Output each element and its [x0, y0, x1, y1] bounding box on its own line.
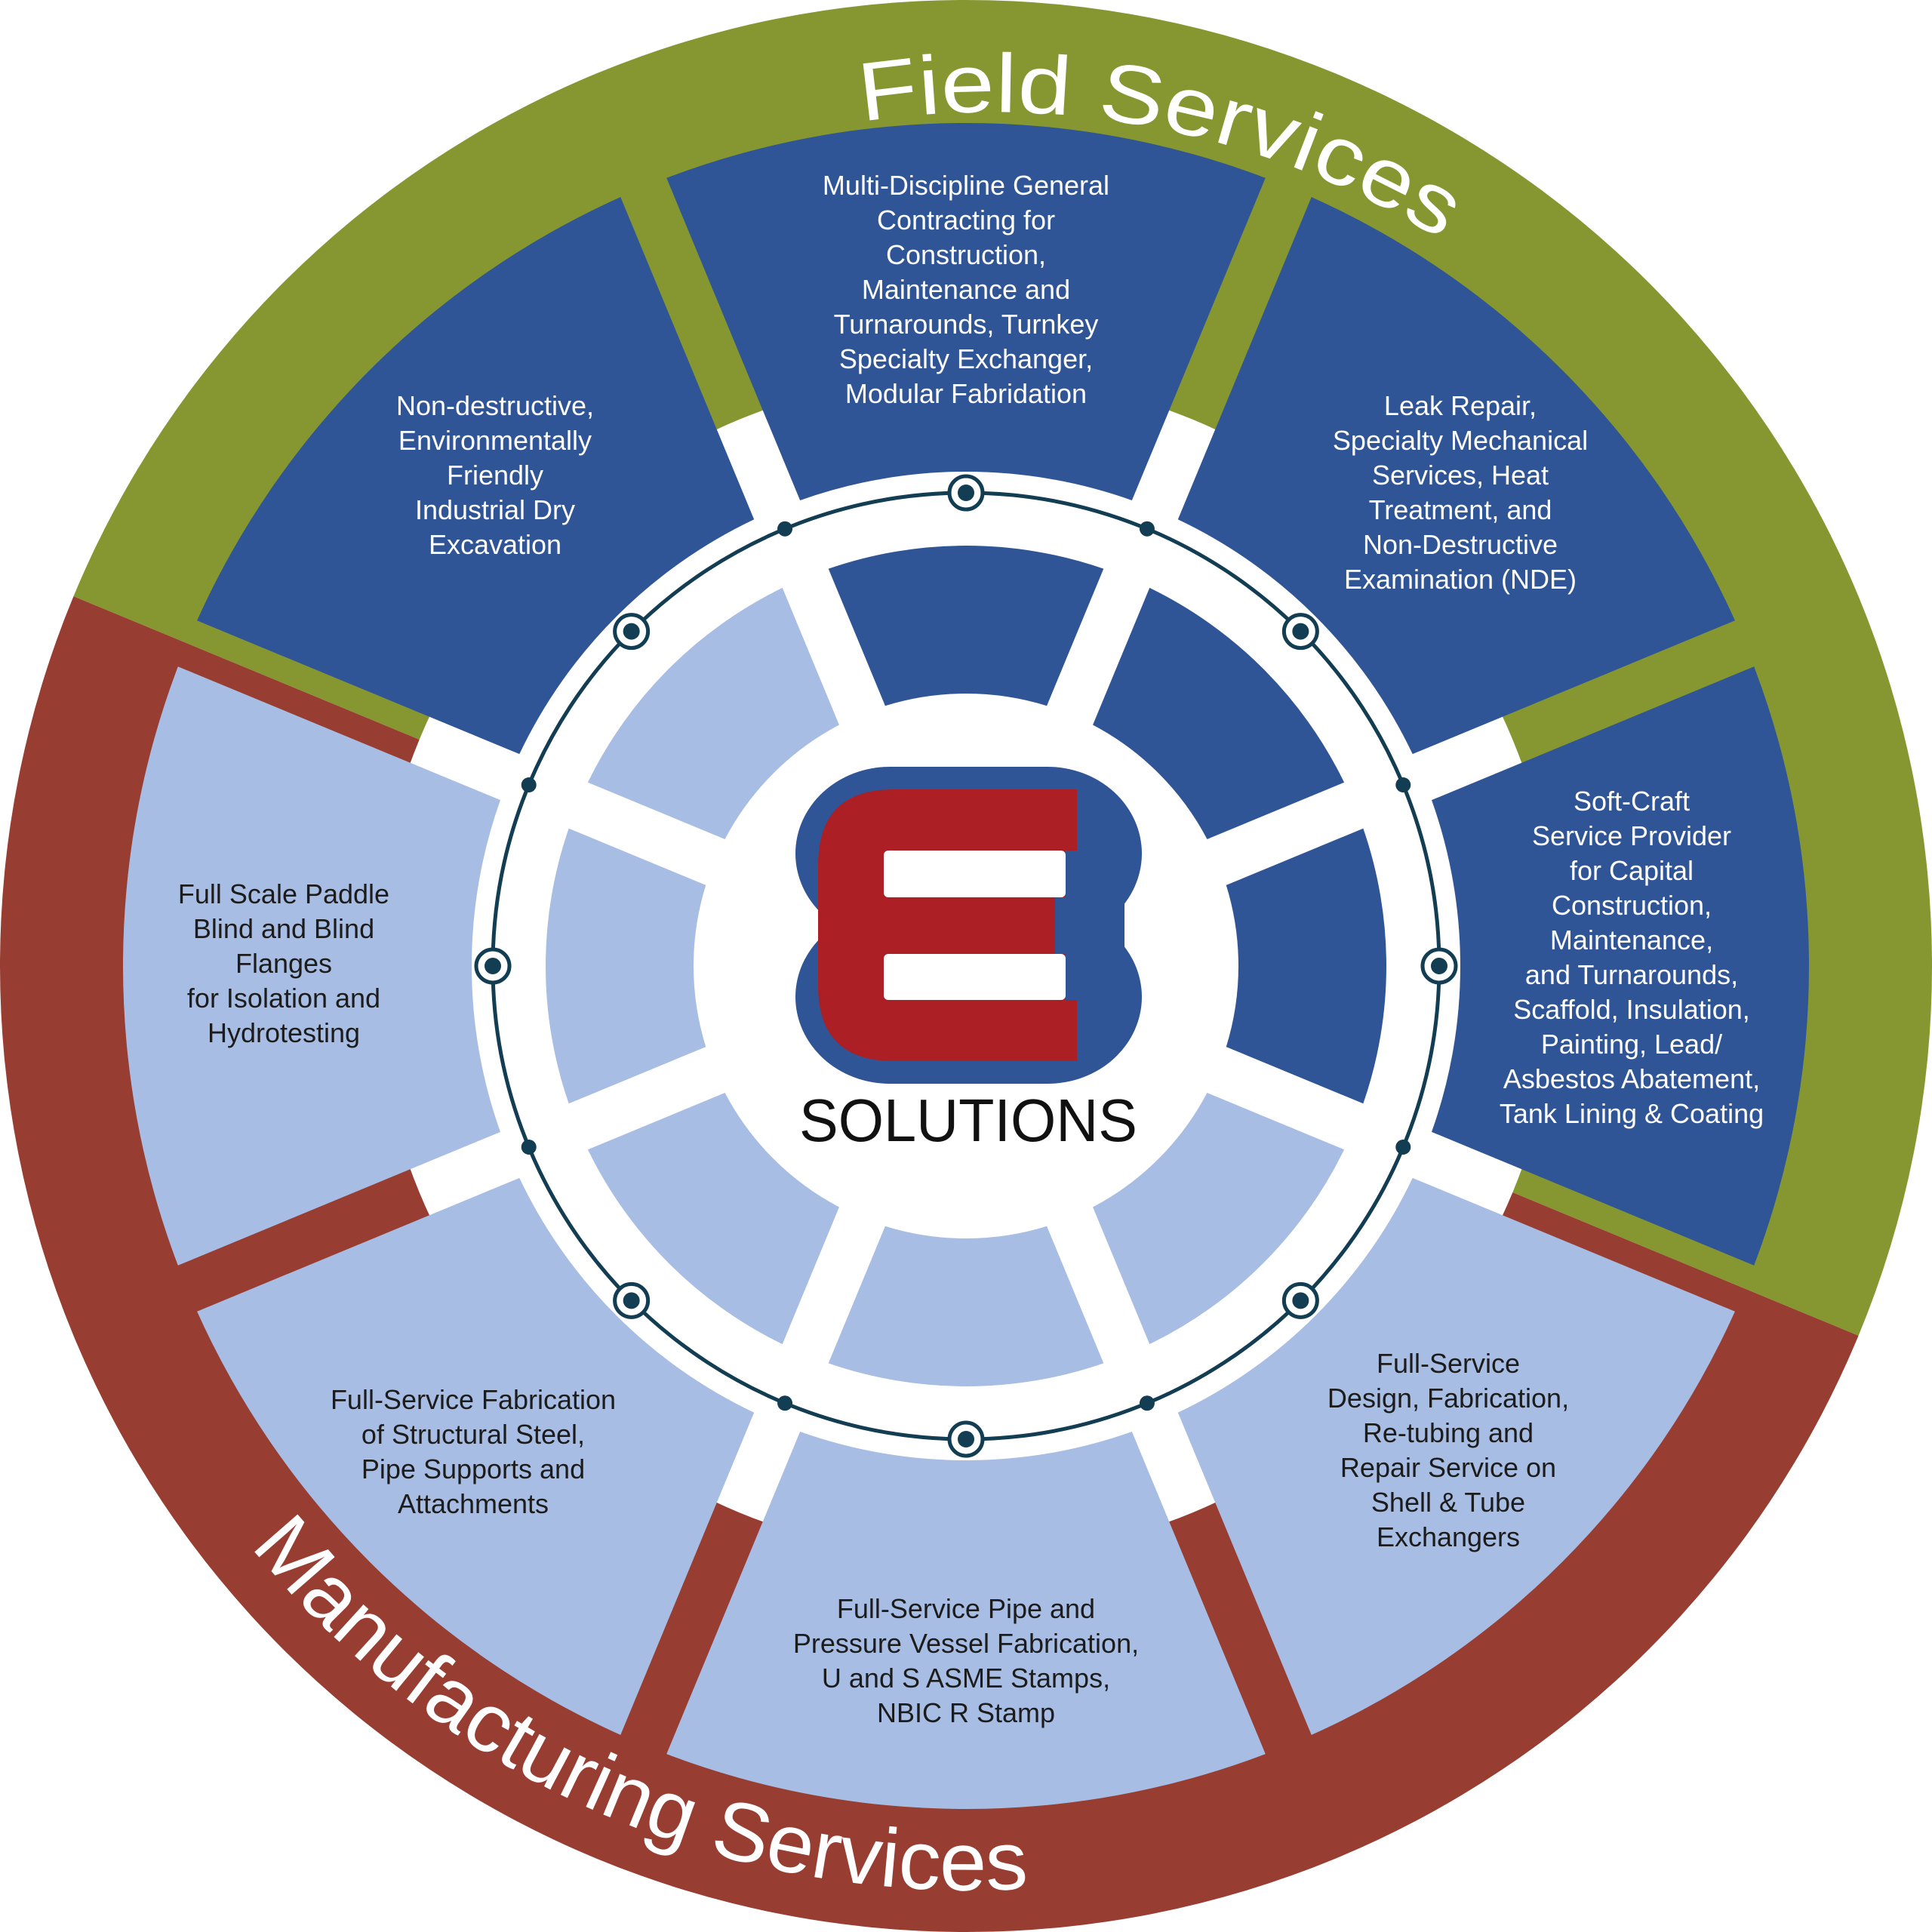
inner-segment — [546, 828, 706, 1104]
connector-dot — [1139, 521, 1155, 537]
connector-dot — [1139, 1395, 1155, 1411]
logo-slot-top — [884, 851, 1066, 897]
outer-segment-left — [122, 666, 500, 1266]
connector-dot — [1395, 777, 1411, 793]
inner-segment — [587, 1093, 839, 1345]
inner-segment — [1093, 1093, 1345, 1345]
segment-text-paddle-blind: Full Scale Paddle Blind and Blind Flange… — [177, 878, 390, 1048]
connector-dot — [777, 521, 793, 537]
target-node-dot — [958, 485, 974, 501]
logo-blue-notch-mid — [1055, 897, 1066, 954]
logo-blue-notch — [1066, 851, 1077, 1000]
inner-segment — [587, 587, 839, 839]
outer-segment-right — [1432, 666, 1810, 1266]
outer-segment-bottom-left — [197, 1177, 755, 1735]
segment-text-leak-repair: Leak Repair, Specialty Mechanical Servic… — [1332, 390, 1589, 595]
outer-segment-top-left — [197, 197, 755, 755]
connector-dot — [521, 1139, 537, 1155]
inner-segment — [828, 1226, 1104, 1387]
segment-text-pressure-vessel: Full-Service Pipe and Pressure Vessel Fa… — [792, 1593, 1140, 1728]
outer-segment-bottom — [666, 1432, 1266, 1810]
segment-text-structural-steel: Full-Service Fabrication of Structural S… — [330, 1384, 617, 1519]
inner-segment — [1226, 828, 1387, 1104]
inner-segment — [828, 546, 1104, 706]
connector-dot — [1395, 1139, 1411, 1155]
target-node-dot — [1431, 958, 1447, 974]
target-node-dot — [1292, 1292, 1309, 1309]
segment-text-soft-craft: Soft-Craft Service Provider for Capital … — [1499, 786, 1764, 1129]
target-node-dot — [623, 623, 640, 640]
inner-segment — [1093, 587, 1345, 839]
segment-text-general-contracting: Multi-Discipline General Contracting for… — [822, 170, 1110, 409]
outer-segment-bottom-right — [1177, 1177, 1735, 1735]
target-node-dot — [485, 958, 501, 974]
segment-text-shell-tube: Full-Service Design, Fabrication, Re-tub… — [1327, 1348, 1570, 1552]
segment-text-dry-excavation: Non-destructive, Environmentally Friendl… — [395, 390, 595, 560]
logo-slot-bottom — [884, 954, 1066, 1000]
outer-segment-top — [666, 122, 1266, 500]
outer-segment-top-right — [1177, 197, 1735, 755]
logo-wordmark: SOLUTIONS — [799, 1087, 1137, 1154]
e-solutions-logo: SOLUTIONS — [795, 767, 1142, 1154]
target-node-dot — [958, 1431, 974, 1447]
connector-dot — [521, 777, 537, 793]
connector-dot — [777, 1395, 793, 1411]
target-node-dot — [623, 1292, 640, 1309]
target-node-dot — [1292, 623, 1309, 640]
logo-letter-e — [818, 789, 1077, 1061]
